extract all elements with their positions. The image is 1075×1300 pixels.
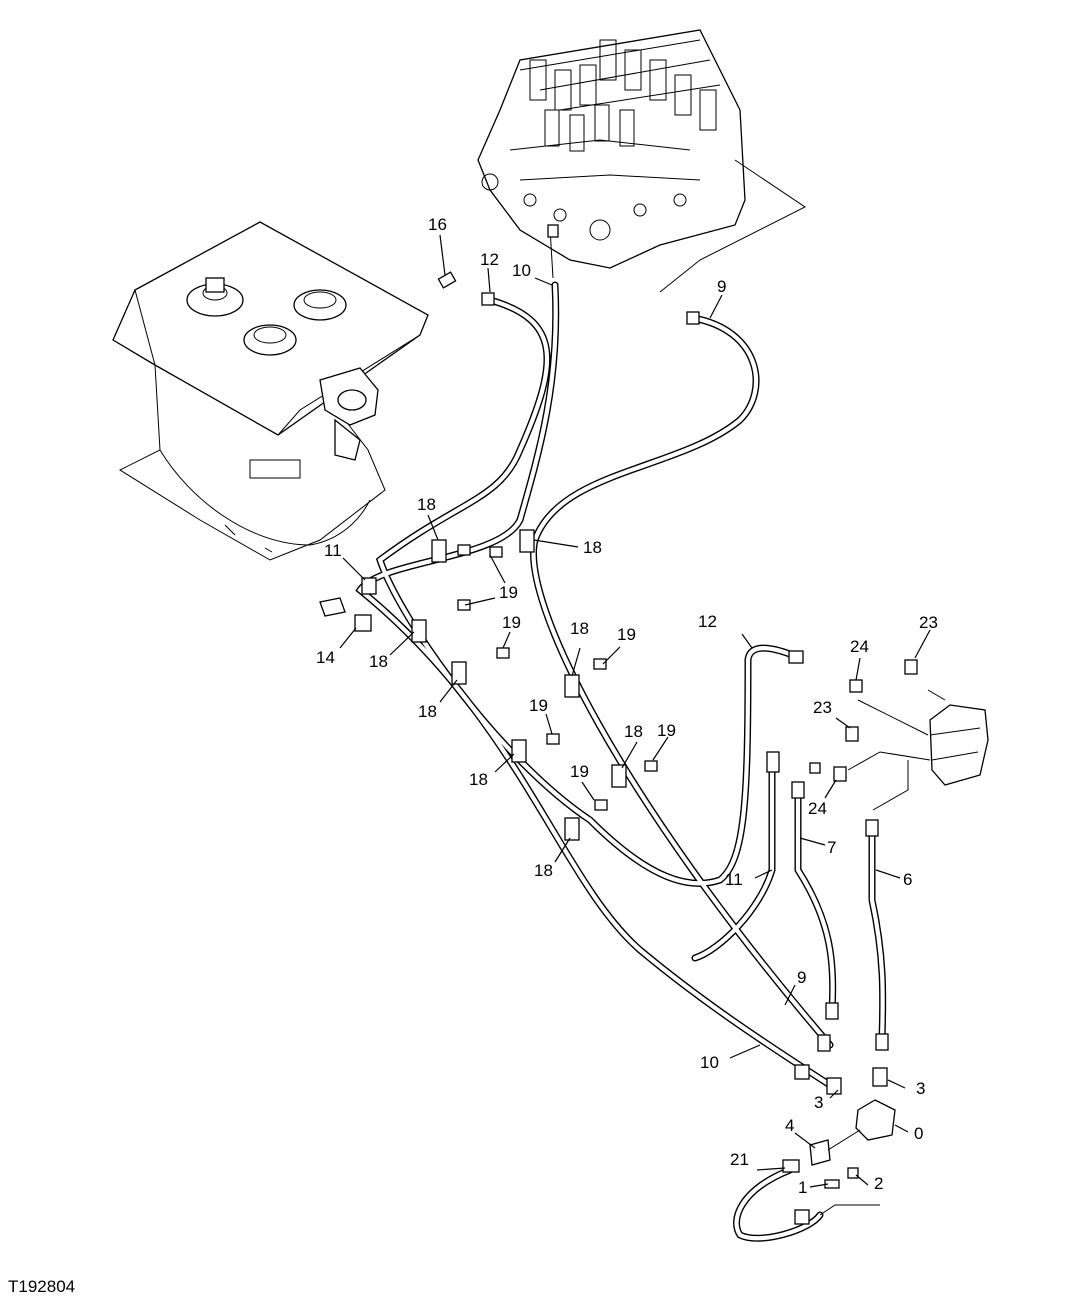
callout-10-bottom: 10 bbox=[700, 1053, 719, 1072]
callout-19-c: 19 bbox=[617, 625, 636, 644]
callout-18-e: 18 bbox=[570, 619, 589, 638]
callout-10-top: 10 bbox=[512, 261, 531, 280]
callout-18-h: 18 bbox=[534, 861, 553, 880]
callout-18-a: 18 bbox=[417, 495, 436, 514]
callout-18-b: 18 bbox=[583, 538, 602, 557]
hose-set bbox=[355, 281, 887, 1242]
callout-11-left: 11 bbox=[324, 541, 342, 560]
callout-14: 14 bbox=[316, 648, 335, 667]
callout-4: 4 bbox=[785, 1116, 794, 1135]
callout-12-top: 12 bbox=[480, 250, 499, 269]
control-valve-assembly bbox=[477, 29, 806, 293]
callout-18-g: 18 bbox=[469, 770, 488, 789]
callout-16: 16 bbox=[428, 215, 447, 234]
leader-lines bbox=[339, 234, 931, 1188]
callout-23-b: 23 bbox=[813, 698, 832, 717]
callout-2: 2 bbox=[874, 1174, 883, 1193]
callout-0: 0 bbox=[914, 1124, 923, 1143]
callout-3-right: 3 bbox=[916, 1079, 925, 1098]
callout-19-a: 19 bbox=[499, 583, 518, 602]
callout-3-left: 3 bbox=[814, 1093, 823, 1112]
callout-19-d: 19 bbox=[529, 696, 548, 715]
callout-19-e: 19 bbox=[657, 721, 676, 740]
callout-7: 7 bbox=[827, 838, 836, 857]
figure-id: T192804 bbox=[8, 1277, 75, 1296]
callout-21: 21 bbox=[730, 1150, 749, 1169]
callout-18-f: 18 bbox=[624, 722, 643, 741]
callout-12-right: 12 bbox=[698, 612, 717, 631]
callout-labels: 16 12 10 9 18 18 11 19 14 18 19 18 18 19… bbox=[316, 215, 938, 1197]
callout-24-a: 24 bbox=[850, 637, 869, 656]
swing-gearbox bbox=[112, 221, 429, 561]
callout-18-d: 18 bbox=[418, 702, 437, 721]
right-valve-block bbox=[847, 689, 989, 811]
callout-24-b: 24 bbox=[808, 799, 827, 818]
callout-19-b: 19 bbox=[502, 613, 521, 632]
fittings bbox=[319, 271, 918, 1225]
callout-1: 1 bbox=[798, 1178, 807, 1197]
callout-11-right: 11 bbox=[725, 870, 743, 889]
callout-9-top: 9 bbox=[717, 277, 726, 296]
callout-9-bottom: 9 bbox=[797, 968, 806, 987]
callout-18-c: 18 bbox=[369, 652, 388, 671]
callout-23-a: 23 bbox=[919, 613, 938, 632]
callout-19-f: 19 bbox=[570, 762, 589, 781]
callout-6: 6 bbox=[903, 870, 912, 889]
